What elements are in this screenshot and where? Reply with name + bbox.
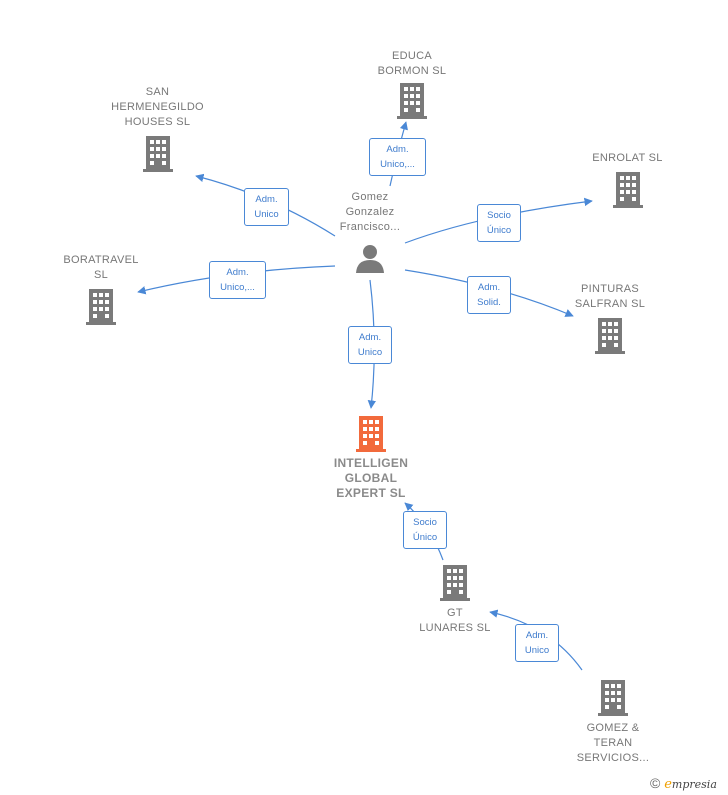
edge-label-pinturas[interactable]: Adm. Solid.: [467, 276, 511, 314]
building-icon: [598, 680, 628, 716]
building-icon: [356, 416, 386, 452]
node-pinturas-salfran[interactable]: PINTURAS SALFRAN SL: [560, 282, 660, 354]
building-icon: [86, 289, 116, 325]
company-name: INTELLIGEN GLOBAL EXPERT SL: [333, 456, 409, 500]
node-gt-lunares[interactable]: GT LUNARES SL: [405, 565, 505, 636]
building-icon: [440, 565, 470, 601]
building-icon: [595, 318, 625, 354]
person-icon: [356, 245, 384, 273]
building-icon: [612, 172, 643, 208]
edge-label-gt-to-intelligen[interactable]: Socio Único: [403, 511, 447, 549]
edge-label-intelligen[interactable]: Adm. Unico: [348, 326, 392, 364]
person-name: Gomez Gonzalez Francisco...: [339, 191, 401, 233]
company-name: GOMEZ & TERAN SERVICIOS...: [576, 722, 650, 764]
node-enrolat[interactable]: ENROLAT SL: [580, 151, 675, 208]
edge-label-gomez-to-gt[interactable]: Adm. Unico: [515, 624, 559, 662]
edge-label-enrolat[interactable]: Socio Único: [477, 204, 521, 242]
node-educa-bormon[interactable]: EDUCA BORMON SL: [362, 49, 462, 119]
node-gomez-teran[interactable]: GOMEZ & TERAN SERVICIOS...: [563, 680, 663, 766]
brand-logo: empresia: [664, 777, 717, 792]
building-icon: [142, 136, 173, 172]
node-san-hermenegildo[interactable]: SAN HERMENEGILDO HOUSES SL: [100, 85, 215, 172]
edge-label-sanhermenegildo[interactable]: Adm. Unico: [244, 188, 289, 226]
company-name: PINTURAS SALFRAN SL: [574, 283, 646, 310]
company-name: BORATRAVEL SL: [63, 254, 139, 281]
company-name: SAN HERMENEGILDO HOUSES SL: [111, 86, 204, 128]
node-intelligen-global-expert[interactable]: INTELLIGEN GLOBAL EXPERT SL: [316, 416, 426, 501]
edge-label-boratravel[interactable]: Adm. Unico,...: [209, 261, 266, 299]
company-name: GT LUNARES SL: [419, 607, 491, 634]
edge-label-educa[interactable]: Adm. Unico,...: [369, 138, 426, 176]
node-person[interactable]: Gomez Gonzalez Francisco...: [330, 190, 410, 273]
company-name: EDUCA BORMON SL: [377, 50, 447, 77]
node-boratravel[interactable]: BORATRAVEL SL: [55, 253, 147, 325]
copyright-icon: ©: [650, 775, 661, 791]
footer-brand[interactable]: © empresia: [650, 775, 717, 792]
building-icon: [397, 83, 427, 119]
company-name: ENROLAT SL: [592, 152, 663, 164]
